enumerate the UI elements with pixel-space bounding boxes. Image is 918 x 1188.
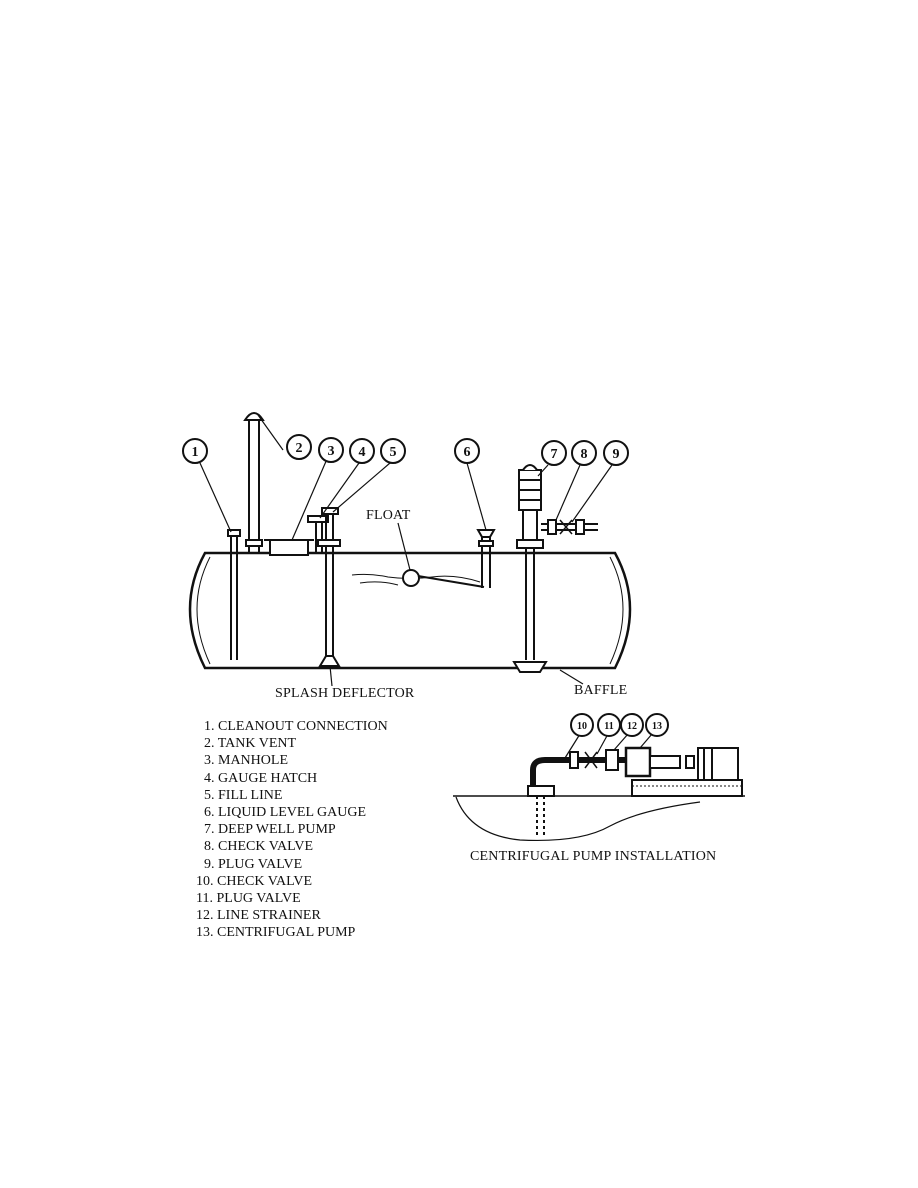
liquid-level-gauge (476, 529, 496, 588)
callout-text-1: 1 (192, 445, 199, 460)
callout-13 (645, 713, 669, 737)
callout-10 (570, 713, 594, 737)
legend-item: 13. CENTRIFUGAL PUMP (196, 925, 356, 941)
callout-circles (182, 434, 669, 737)
callout-text-5: 5 (390, 445, 397, 460)
callout-8 (571, 440, 597, 466)
legend-item: 8. CHECK VALVE (204, 839, 314, 855)
callout-1 (182, 438, 208, 464)
callout-text-7: 7 (551, 447, 558, 462)
float (402, 569, 420, 587)
callout-text-9: 9 (613, 447, 620, 462)
manhole (264, 539, 314, 556)
cleanout-connection (227, 529, 241, 660)
legend-item: 5. FILL LINE (204, 787, 283, 803)
callout-text-3: 3 (328, 444, 335, 459)
float-label: FLOAT (366, 508, 411, 523)
splash-deflector-label: SPLASH DEFLECTOR (275, 686, 415, 701)
gauge-hatch (307, 515, 329, 553)
callout-text-11: 11 (604, 721, 613, 732)
callout-text-6: 6 (464, 445, 471, 460)
float-assembly (351, 569, 485, 588)
callout-text-8: 8 (581, 447, 588, 462)
callout-text-13: 13 (652, 721, 662, 732)
legend-item: 3. MANHOLE (204, 753, 288, 769)
legend-item: 1. CLEANOUT CONNECTION (204, 719, 388, 734)
legend-item: 6. LIQUID LEVEL GAUGE (204, 805, 366, 821)
callout-2 (286, 434, 312, 460)
pump-installation-label: CENTRIFUGAL PUMP INSTALLATION (470, 849, 717, 864)
callout-4 (349, 438, 375, 464)
legend-item: 4. GAUGE HATCH (204, 770, 318, 786)
callout-text-12: 12 (627, 721, 637, 732)
callout-12 (620, 713, 644, 737)
tank-shell (188, 551, 632, 670)
legend-item: 11. PLUG VALVE (196, 891, 301, 907)
baffle-label: BAFFLE (574, 683, 628, 698)
legend-item: 10. CHECK VALVE (196, 873, 313, 889)
legend-item: 9. PLUG VALVE (204, 856, 303, 872)
callout-3 (318, 437, 344, 463)
callout-text-4: 4 (359, 445, 366, 460)
baffle (512, 661, 548, 673)
splash-deflector (318, 655, 341, 667)
callout-text-2: 2 (296, 441, 303, 456)
callout-text-10: 10 (577, 721, 587, 732)
fill-line (317, 507, 341, 667)
callout-5 (380, 438, 406, 464)
tank-shell-inner (196, 556, 211, 665)
tank-vent (243, 412, 265, 553)
deep-well-pump (512, 464, 598, 673)
callout-9 (603, 440, 629, 466)
legend-item: 12. LINE STRAINER (196, 908, 321, 924)
legend-item: 2. TANK VENT (204, 736, 297, 752)
legend-item: 7. DEEP WELL PUMP (204, 822, 336, 838)
callout-6 (454, 438, 480, 464)
centrifugal-pump-installation (453, 733, 745, 842)
callout-7 (541, 440, 567, 466)
legend: 1. CLEANOUT CONNECTION 2. TANK VENT 3. M… (196, 718, 388, 942)
